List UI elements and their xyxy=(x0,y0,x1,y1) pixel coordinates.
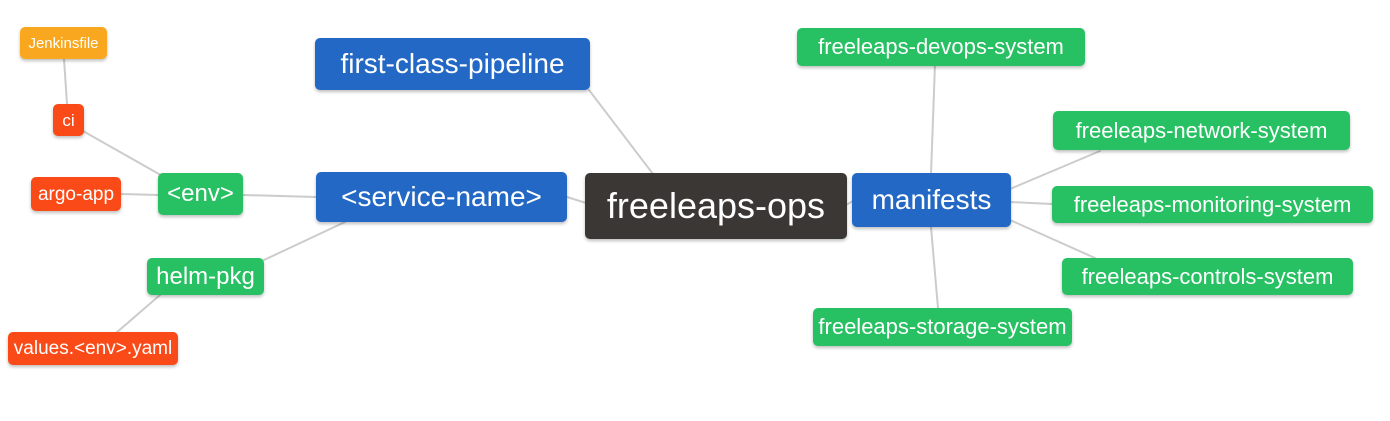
edge-manifests-devops xyxy=(930,63,936,175)
edge-helmpkg-values xyxy=(115,294,161,334)
edge-manifests-storage xyxy=(930,226,939,309)
node-values-env-yaml-label: values.<env>.yaml xyxy=(13,338,173,359)
node-argo-app-label: argo-app xyxy=(37,183,115,205)
node-helm-pkg[interactable]: helm-pkg xyxy=(147,258,264,295)
node-argo-app[interactable]: argo-app xyxy=(31,177,121,211)
node-freeleaps-storage-system[interactable]: freeleaps-storage-system xyxy=(813,308,1072,346)
node-first-class-pipeline-label: first-class-pipeline xyxy=(340,48,565,79)
edge-jenkinsfile-ci xyxy=(63,58,68,105)
edge-manifests-controls xyxy=(1009,219,1096,259)
edge-manifests-network xyxy=(1009,150,1101,190)
node-manifests-label: manifests xyxy=(871,184,992,215)
node-service-name-label: <service-name> xyxy=(341,181,542,212)
node-manifests[interactable]: manifests xyxy=(852,173,1011,227)
node-freeleaps-network-system-label: freeleaps-network-system xyxy=(1075,117,1328,143)
node-freeleaps-monitoring-system-label: freeleaps-monitoring-system xyxy=(1073,191,1352,217)
node-freeleaps-controls-system[interactable]: freeleaps-controls-system xyxy=(1062,258,1353,295)
node-jenkinsfile-label: Jenkinsfile xyxy=(28,34,99,52)
node-freeleaps-monitoring-system[interactable]: freeleaps-monitoring-system xyxy=(1052,186,1373,223)
node-values-env-yaml[interactable]: values.<env>.yaml xyxy=(8,332,178,365)
node-service-name[interactable]: <service-name> xyxy=(316,172,567,222)
node-env-label: <env> xyxy=(167,180,234,207)
edge-env-servicename xyxy=(242,194,317,198)
node-freeleaps-storage-system-label: freeleaps-storage-system xyxy=(818,314,1067,339)
node-freeleaps-network-system[interactable]: freeleaps-network-system xyxy=(1053,111,1350,150)
node-ci-label: ci xyxy=(62,110,75,130)
edge-manifests-monitoring xyxy=(1009,201,1053,205)
node-freeleaps-devops-system[interactable]: freeleaps-devops-system xyxy=(797,28,1085,66)
edge-pipeline-ops xyxy=(588,89,654,175)
node-helm-pkg-label: helm-pkg xyxy=(156,262,255,290)
edge-ci-env xyxy=(82,130,167,179)
node-jenkinsfile[interactable]: Jenkinsfile xyxy=(20,27,107,59)
node-first-class-pipeline[interactable]: first-class-pipeline xyxy=(315,38,590,90)
edge-argoapp-env xyxy=(120,193,159,196)
node-freeleaps-ops-label: freeleaps-ops xyxy=(606,185,826,226)
node-env[interactable]: <env> xyxy=(158,173,243,215)
node-freeleaps-ops[interactable]: freeleaps-ops xyxy=(585,173,847,239)
node-freeleaps-controls-system-label: freeleaps-controls-system xyxy=(1081,263,1334,289)
node-freeleaps-devops-system-label: freeleaps-devops-system xyxy=(818,34,1064,59)
edge-servicename-helmpkg xyxy=(263,221,346,261)
node-ci[interactable]: ci xyxy=(53,104,84,136)
edge-servicename-ops xyxy=(566,196,587,204)
